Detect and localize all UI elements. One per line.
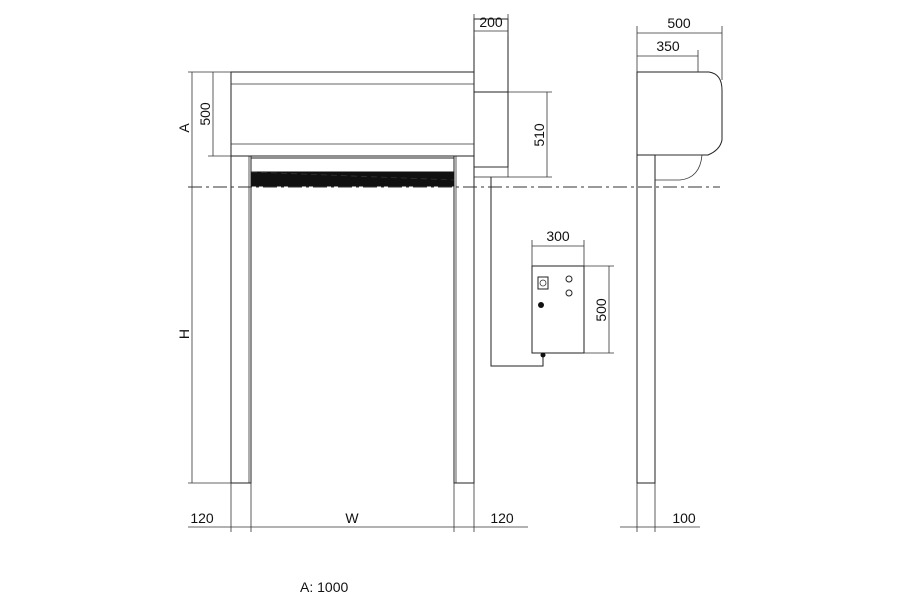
key-switch-icon — [537, 276, 549, 290]
indicator-icon — [565, 275, 573, 283]
left-post — [230, 155, 252, 484]
motor-housing — [473, 91, 509, 168]
header-box — [230, 71, 475, 157]
dim-side-post: 100 — [672, 510, 696, 526]
dim-opening-width: W — [345, 510, 359, 526]
button-icon — [538, 302, 544, 308]
side-bracket — [473, 18, 509, 168]
dim-header-height: 500 — [197, 102, 213, 126]
footnote: A: 1000 — [300, 579, 348, 595]
dim-control-box-width: 300 — [546, 228, 570, 244]
dim-left-post: 120 — [190, 510, 214, 526]
dim-label-h: H — [176, 329, 192, 339]
control-box — [531, 265, 585, 358]
control-cable — [490, 177, 544, 367]
dim-control-box-height: 500 — [593, 298, 609, 322]
curtain-bar — [250, 171, 455, 187]
dimension-lines — [188, 14, 723, 532]
dim-label-a: A — [176, 123, 192, 133]
front-view — [188, 18, 720, 484]
dim-bracket-height: 510 — [531, 123, 547, 147]
indicator-icon — [565, 289, 573, 297]
dim-right-post: 120 — [490, 510, 514, 526]
side-view — [636, 71, 723, 484]
side-post — [636, 154, 656, 484]
right-post — [453, 155, 475, 484]
cable-gland-icon — [540, 352, 546, 358]
dim-side-inner-depth: 350 — [656, 38, 680, 54]
dim-side-depth: 500 — [667, 15, 691, 31]
dim-header-width: 200 — [479, 14, 503, 30]
